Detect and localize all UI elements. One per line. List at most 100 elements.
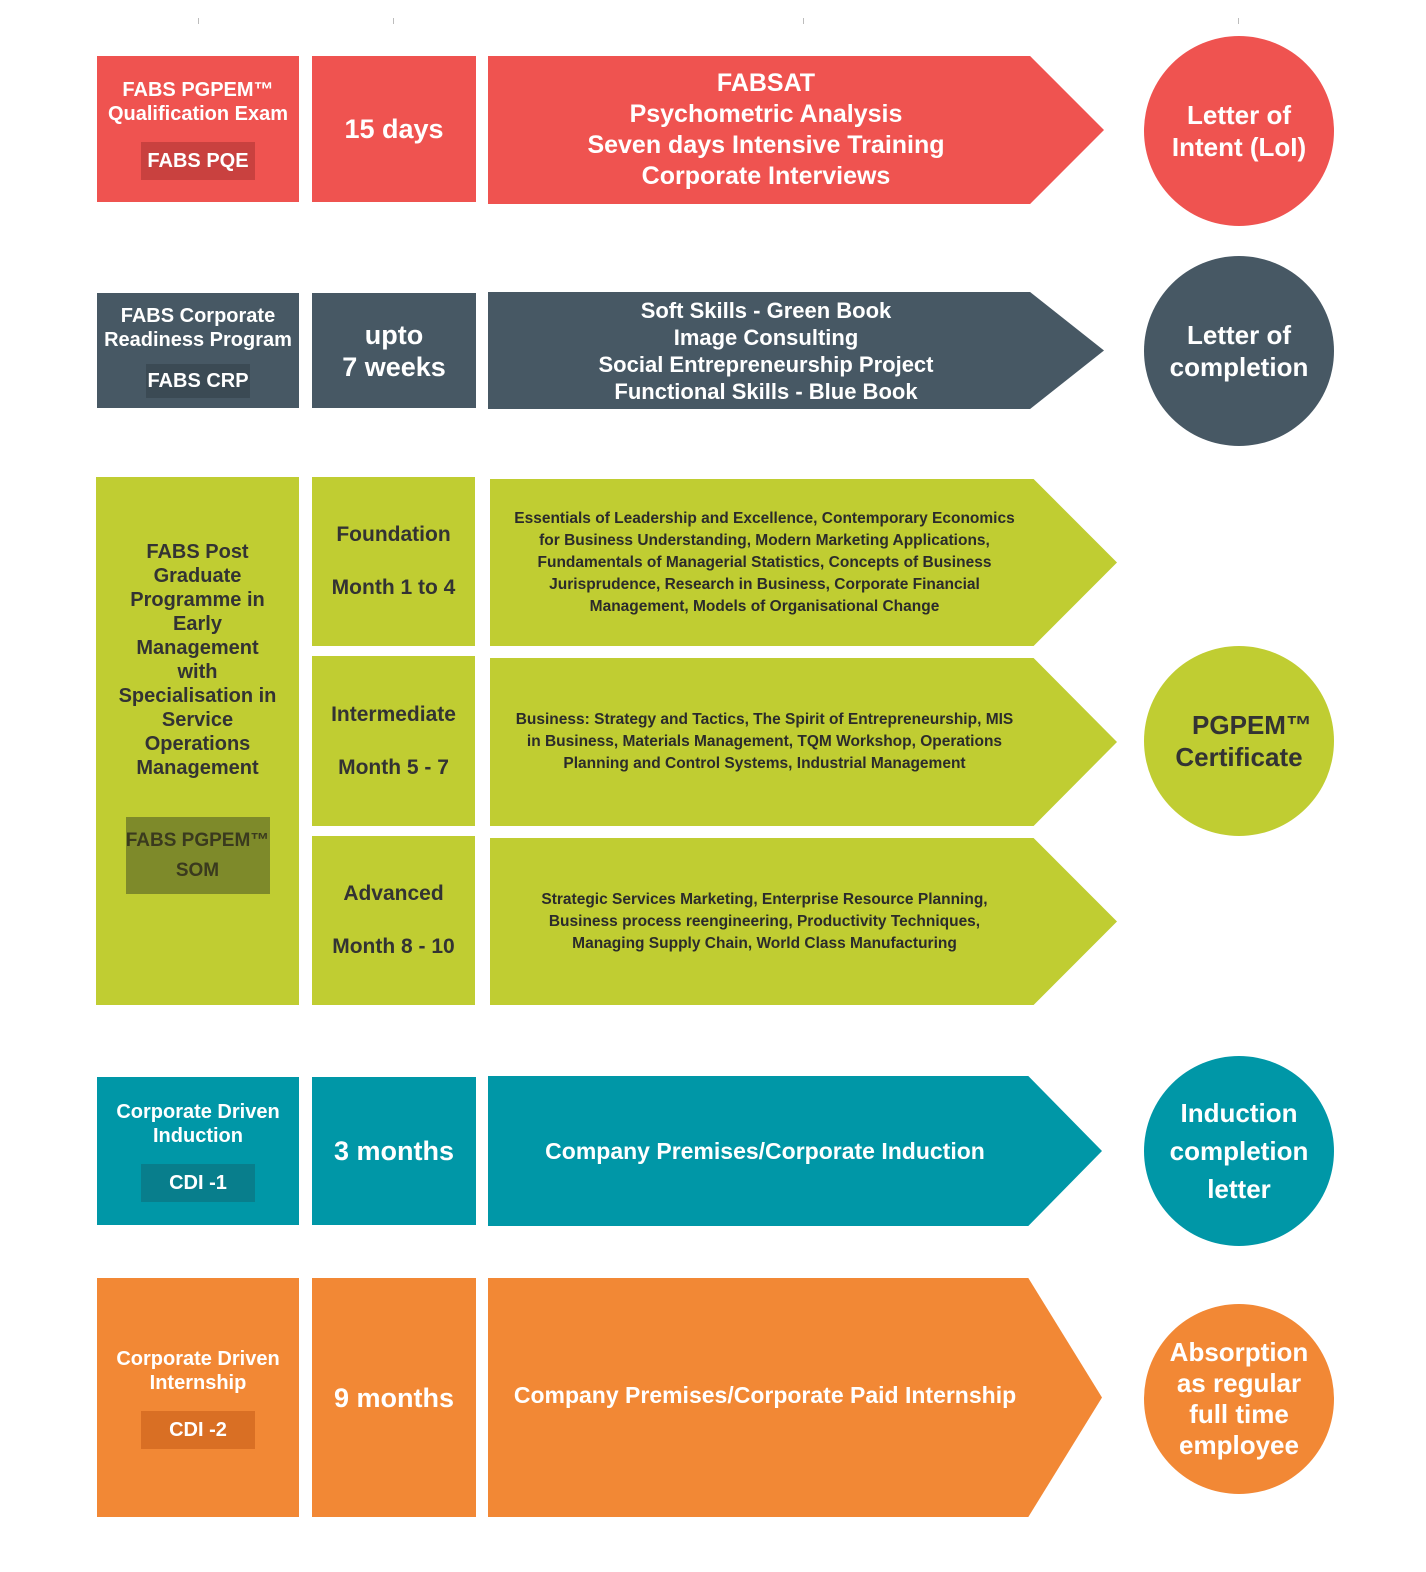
duration-box-pqe: 15 days: [312, 56, 476, 202]
outcome-line: Absorption: [1169, 1337, 1309, 1367]
program-title-line: Management: [136, 637, 259, 659]
detail-line: Social Entrepreneurship Project: [598, 351, 934, 377]
details-arrow-crp: Soft Skills - Green Book Image Consultin…: [488, 292, 1104, 409]
outcome-line: Letter of: [1186, 320, 1291, 350]
program-title-line: Qualification Exam: [107, 103, 289, 125]
detail-line: Corporate Interviews: [641, 162, 891, 190]
detail-line: Strategic Services Marketing, Enterprise…: [541, 890, 988, 908]
outcome-line: PGPEM™: [1192, 710, 1312, 740]
duration-label: upto: [364, 319, 424, 350]
program-title-line: Graduate: [153, 565, 242, 587]
detail-line: Business: Strategy and Tactics, The Spir…: [515, 711, 1014, 728]
duration-label: 7 weeks: [342, 351, 446, 382]
program-title-line: with: [177, 661, 218, 683]
column-tick: [1238, 18, 1239, 24]
program-title-line: FABS Corporate: [120, 304, 276, 327]
program-title: Corporate Driven Induction: [116, 1100, 279, 1148]
detail-line: Business process reengineering, Producti…: [548, 912, 981, 930]
outcome-circle-cdi1: Induction completion letter: [1144, 1056, 1334, 1246]
program-title-line: Specialisation in: [118, 685, 277, 707]
program-box-pqe: FABS PGPEM™ Qualification Exam FABS PQE: [97, 56, 299, 202]
badge-line: FABS PGPEM™: [125, 829, 270, 851]
program-title-line: Induction: [153, 1125, 243, 1147]
program-title-line: FABS Post: [146, 541, 249, 563]
outcome-circle-pgpem: PGPEM™ Certificate: [1144, 646, 1334, 836]
outcome-circle-cdi2: Absorption as regular full time employee: [1144, 1304, 1334, 1494]
duration-box-cdi2: 9 months: [312, 1278, 476, 1517]
stage-name: Foundation: [336, 523, 451, 546]
program-title-line: Corporate Driven: [116, 1101, 280, 1123]
detail-line: Psychometric Analysis: [629, 100, 903, 128]
outcome-line: Certificate: [1175, 742, 1303, 772]
duration-label: 3 months: [333, 1136, 454, 1166]
detail-line: FABSAT: [716, 69, 816, 97]
details-arrow-advanced: Strategic Services Marketing, Enterprise…: [490, 838, 1117, 1005]
outcome-circle-pqe: Letter of Intent (LoI): [1144, 36, 1334, 226]
detail-line: in Business, Materials Management, TQM W…: [526, 733, 1003, 750]
program-title-line: Operations: [144, 733, 251, 755]
duration-box-crp: upto 7 weeks: [312, 293, 476, 408]
outcome-line: as regular: [1176, 1368, 1302, 1398]
details-arrow-cdi1: Company Premises/Corporate Induction: [488, 1076, 1102, 1226]
program-box-cdi1: Corporate Driven Induction CDI -1: [97, 1077, 299, 1225]
program-title: FABS Corporate Readiness Program: [104, 304, 292, 352]
stage-period: Month 1 to 4: [331, 576, 456, 599]
program-title-line: Programme in: [130, 589, 265, 611]
program-title-line: Readiness Program: [104, 328, 292, 351]
stage-box-advanced: Advanced Month 8 - 10: [312, 836, 475, 1005]
stage-period: Month 5 - 7: [338, 755, 449, 779]
program-title-line: Corporate Driven: [116, 1347, 280, 1370]
program-title-line: FABS PGPEM™: [122, 79, 274, 101]
details-arrow-foundation: Essentials of Leadership and Excellence,…: [490, 479, 1117, 646]
badge-line: SOM: [175, 859, 220, 881]
detail-line: Fundamentals of Managerial Statistics, C…: [537, 553, 992, 571]
outcome-line: completion: [1169, 352, 1309, 382]
detail-line: Soft Skills - Green Book: [640, 297, 892, 323]
detail-line: Seven days Intensive Training: [587, 131, 945, 159]
detail-line: Planning and Control Systems, Industrial…: [563, 755, 966, 772]
program-box-crp: FABS Corporate Readiness Program FABS CR…: [97, 293, 299, 408]
duration-label: 9 months: [333, 1382, 454, 1413]
details-arrow-pqe: FABSAT Psychometric Analysis Seven days …: [488, 56, 1104, 204]
column-tick: [803, 18, 804, 24]
duration-box-cdi1: 3 months: [312, 1077, 476, 1225]
stage-name: Intermediate: [331, 702, 456, 726]
stage-name: Advanced: [343, 882, 444, 905]
program-title: Corporate Driven Internship: [116, 1347, 279, 1395]
duration-label: 15 days: [344, 114, 444, 144]
program-title-line: Management: [136, 757, 259, 779]
stage-box-foundation: Foundation Month 1 to 4: [312, 477, 475, 646]
details-arrow-intermediate: Business: Strategy and Tactics, The Spir…: [490, 658, 1117, 826]
detail-line: Managing Supply Chain, World Class Manuf…: [572, 934, 957, 952]
program-box-pgpem: FABS Post Graduate Programme in Early Ma…: [96, 477, 299, 1005]
outcome-line: Letter of: [1186, 100, 1291, 130]
program-title-line: Internship: [149, 1371, 247, 1394]
program-title: FABS Post Graduate Programme in Early Ma…: [119, 540, 277, 780]
detail-line: for Business Understanding, Modern Marke…: [539, 531, 990, 549]
program-code-badge: FABS PGPEM™ SOM: [125, 817, 270, 894]
program-code-badge: FABS PQE: [141, 142, 255, 180]
program-code-badge: FABS CRP: [146, 363, 250, 398]
program-code-badge: CDI -1: [141, 1164, 255, 1202]
detail-line: Management, Models of Organisational Cha…: [589, 597, 940, 615]
detail-line: Company Premises/Corporate Paid Internsh…: [513, 1382, 1017, 1408]
program-code-badge: CDI -2: [141, 1410, 255, 1449]
program-box-cdi2: Corporate Driven Internship CDI -2: [97, 1278, 299, 1517]
program-title-line: Early: [173, 613, 222, 635]
outcome-line: Intent (LoI): [1171, 132, 1307, 162]
detail-line: Functional Skills - Blue Book: [614, 378, 918, 404]
outcome-line: Induction: [1180, 1098, 1298, 1128]
column-tick: [198, 18, 199, 24]
program-title: FABS PGPEM™ Qualification Exam: [108, 78, 288, 126]
outcome-line: completion: [1169, 1136, 1309, 1166]
detail-line: Image Consulting: [673, 324, 859, 350]
detail-line: Jurisprudence, Research in Business, Cor…: [549, 575, 980, 593]
outcome-line: letter: [1207, 1174, 1271, 1204]
program-title-line: Service: [161, 709, 234, 731]
stage-period: Month 8 - 10: [332, 935, 455, 958]
stage-box-intermediate: Intermediate Month 5 - 7: [312, 656, 475, 826]
column-tick: [393, 18, 394, 24]
outcome-circle-crp: Letter of completion: [1144, 256, 1334, 446]
details-arrow-cdi2: Company Premises/Corporate Paid Internsh…: [488, 1278, 1102, 1517]
outcome-line: full time: [1189, 1399, 1289, 1429]
